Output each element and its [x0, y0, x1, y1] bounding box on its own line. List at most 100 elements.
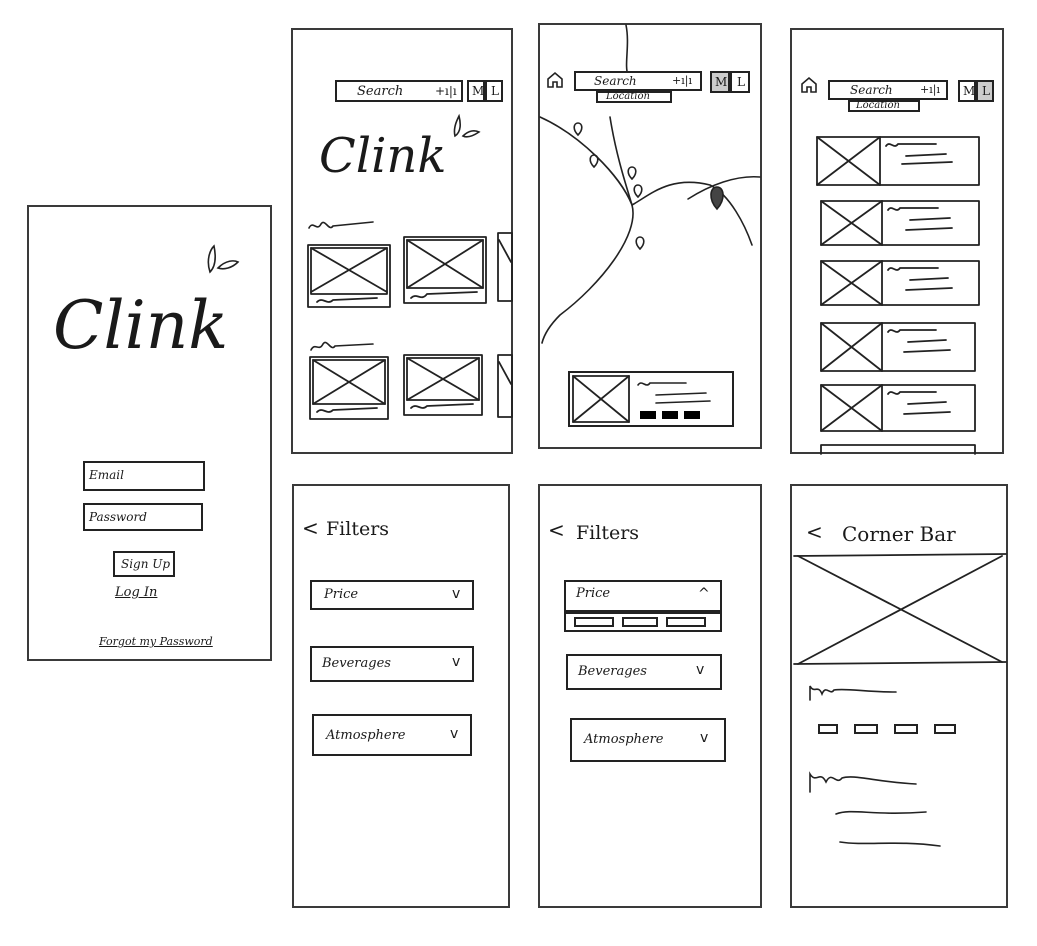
map-toggle-button[interactable]: M	[467, 80, 485, 102]
page-title: Corner Bar	[842, 522, 956, 546]
map-pin-icon[interactable]	[626, 166, 638, 181]
price-filter-label: Price	[324, 587, 359, 602]
logo-drops-icon	[207, 244, 240, 274]
map-pin-icon[interactable]	[572, 122, 584, 137]
beverages-filter-dropdown[interactable]: Beverages v	[310, 646, 474, 682]
page-title: Filters	[576, 522, 640, 544]
chevron-up-icon: ^	[698, 586, 710, 602]
chevron-down-icon: v	[452, 586, 461, 602]
list-item[interactable]	[816, 136, 980, 186]
map-toggle-button[interactable]: M	[958, 80, 976, 102]
sign-up-button[interactable]: Sign Up	[113, 551, 175, 577]
search-bar[interactable]: Search +ı|ı	[828, 80, 948, 100]
map-pin-icon[interactable]	[632, 184, 644, 199]
venue-card-partial[interactable]	[497, 354, 513, 418]
home-icon[interactable]	[800, 76, 818, 94]
chevron-down-icon: v	[452, 654, 461, 670]
venue-description-heading	[809, 771, 917, 793]
price-option[interactable]	[574, 617, 614, 627]
price-filter-label: Price	[576, 586, 611, 601]
list-toggle-button[interactable]: L	[730, 71, 750, 93]
map-toggle-button[interactable]: M	[710, 71, 730, 93]
sign-up-button-label: Sign Up	[121, 557, 171, 571]
venue-card[interactable]	[309, 356, 389, 420]
list-toggle-button[interactable]: L	[485, 80, 503, 102]
list-item[interactable]	[820, 322, 976, 372]
email-field[interactable]: Email	[83, 461, 205, 491]
list-item[interactable]	[820, 200, 980, 246]
logo-drops-icon	[453, 113, 481, 138]
search-bar-label: Search	[357, 84, 404, 99]
filter-icon[interactable]: +ı|ı	[920, 83, 940, 96]
venue-image-placeholder	[572, 375, 630, 423]
location-field-label: Location	[606, 91, 650, 102]
map-roads	[539, 24, 761, 344]
filter-icon[interactable]: +ı|ı	[435, 84, 457, 98]
search-bar-label: Search	[850, 83, 893, 97]
price-option[interactable]	[622, 617, 658, 627]
location-field[interactable]: Location	[596, 91, 672, 103]
atmosphere-filter-dropdown[interactable]: Atmosphere v	[312, 714, 472, 756]
list-item[interactable]	[820, 384, 976, 432]
atmosphere-filter-label: Atmosphere	[584, 732, 664, 747]
filters-expanded-screen: < Filters Price ^ Beverages v Atmosphere…	[538, 484, 762, 908]
venue-detail-screen: < Corner Bar	[790, 484, 1008, 908]
home-icon[interactable]	[546, 71, 564, 89]
list-toggle-label: L	[491, 84, 499, 98]
filter-icon[interactable]: +ı|ı	[672, 74, 692, 87]
email-field-label: Email	[89, 468, 124, 482]
search-bar[interactable]: Search +ı|ı	[335, 80, 463, 102]
map-pin-icon[interactable]	[588, 154, 600, 169]
page-title: Filters	[326, 518, 390, 540]
back-icon[interactable]: <	[302, 516, 319, 540]
list-item-partial[interactable]	[820, 444, 976, 455]
map-toggle-label: M	[472, 84, 485, 98]
beverages-filter-dropdown[interactable]: Beverages v	[566, 654, 722, 690]
selected-map-pin-icon[interactable]	[708, 186, 726, 211]
venue-preview-text	[637, 382, 711, 419]
log-in-link[interactable]: Log In	[115, 585, 158, 600]
chevron-down-icon: v	[700, 730, 709, 746]
map-pin-icon[interactable]	[634, 236, 646, 251]
search-bar[interactable]: Search +ı|ı	[574, 71, 702, 91]
venue-card[interactable]	[307, 244, 391, 308]
list-item[interactable]	[820, 260, 980, 306]
filters-screen: < Filters Price v Beverages v Atmosphere…	[292, 484, 510, 908]
password-field-label: Password	[89, 510, 147, 524]
app-logo: Clink	[319, 128, 447, 184]
map-screen: Search +ı|ı Location M L	[538, 23, 762, 449]
venue-description-line	[839, 841, 941, 847]
list-toggle-button[interactable]: L	[976, 80, 994, 102]
password-field[interactable]: Password	[83, 503, 203, 531]
venue-card[interactable]	[403, 354, 483, 416]
tag-chip	[934, 724, 956, 734]
venue-card-partial[interactable]	[497, 232, 513, 302]
chevron-down-icon: v	[696, 662, 705, 678]
venue-subtitle	[809, 685, 897, 701]
venue-description-line	[835, 810, 927, 815]
location-field[interactable]: Location	[848, 100, 920, 112]
beverages-filter-label: Beverages	[322, 656, 391, 671]
tag-chip	[854, 724, 878, 734]
venue-preview-card[interactable]	[568, 371, 734, 427]
venue-hero-image	[793, 553, 1007, 665]
login-screen: Clink Email Password Sign Up Log In Forg…	[27, 205, 272, 661]
atmosphere-filter-dropdown[interactable]: Atmosphere v	[570, 718, 726, 762]
price-filter-dropdown[interactable]: Price v	[310, 580, 474, 610]
list-screen: Search +ı|ı Location M L	[790, 28, 1004, 455]
section-heading-2	[310, 341, 374, 351]
atmosphere-filter-label: Atmosphere	[326, 728, 406, 743]
app-logo: Clink	[53, 287, 229, 364]
tag-chip	[818, 724, 838, 734]
price-option[interactable]	[666, 617, 706, 627]
forgot-password-link[interactable]: Forgot my Password	[99, 635, 213, 648]
list-toggle-label: L	[982, 84, 990, 98]
chevron-down-icon: v	[450, 726, 459, 742]
tag-chip	[894, 724, 918, 734]
section-heading-1	[308, 221, 374, 229]
back-icon[interactable]: <	[806, 520, 823, 544]
venue-card[interactable]	[403, 236, 487, 304]
price-filter-dropdown[interactable]: Price ^	[564, 580, 722, 612]
home-screen: Search +ı|ı M L Clink	[291, 28, 513, 454]
back-icon[interactable]: <	[548, 518, 565, 542]
